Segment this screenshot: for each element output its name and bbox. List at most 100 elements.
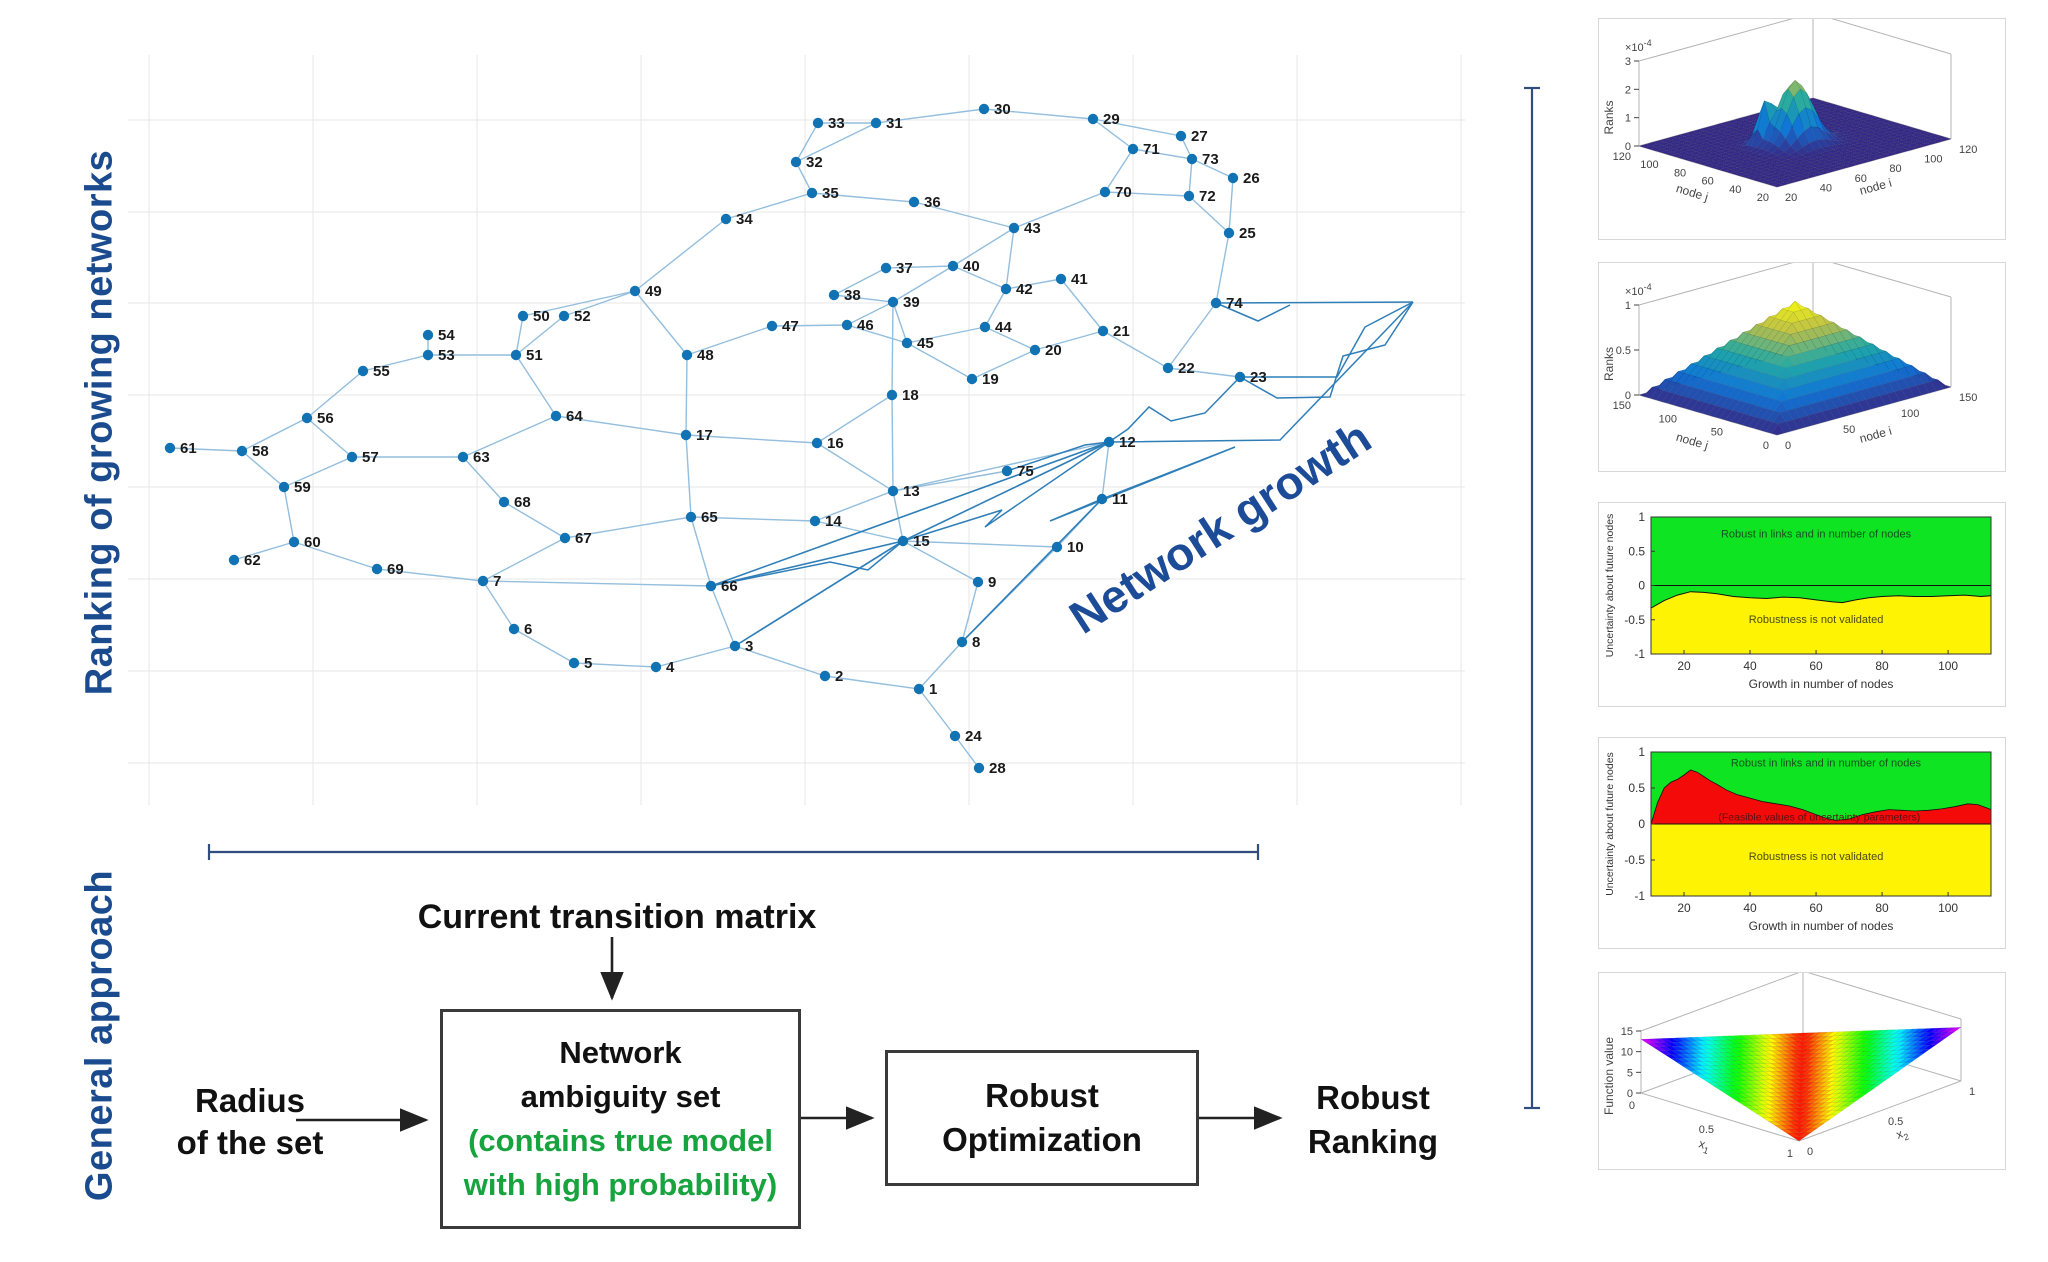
svg-text:Ranks: Ranks: [1602, 100, 1616, 134]
svg-text:100: 100: [1640, 159, 1658, 171]
network-node: [1096, 493, 1108, 505]
network-node: [790, 156, 802, 168]
svg-text:80: 80: [1875, 659, 1889, 673]
svg-text:0.5: 0.5: [1888, 1116, 1903, 1128]
network-edges: [169, 108, 1241, 769]
network-node-label: 21: [1113, 323, 1130, 340]
network-node: [422, 329, 434, 341]
svg-text:node i: node i: [1858, 424, 1893, 446]
network-node: [568, 657, 580, 669]
svg-text:150: 150: [1613, 400, 1631, 412]
network-node: [947, 260, 959, 272]
svg-text:0: 0: [1785, 440, 1791, 452]
network-node: [956, 636, 968, 648]
network-node: [1051, 541, 1063, 553]
network-node-label: 9: [988, 574, 996, 591]
svg-text:Robust in links and in number: Robust in links and in number of nodes: [1721, 529, 1912, 541]
network-node: [1001, 465, 1013, 477]
ranking-line2: Ranking: [1307, 1123, 1439, 1160]
network-node: [1029, 344, 1041, 356]
robust-ranking-label: Robust Ranking: [1288, 1076, 1458, 1164]
robust-optimization-box: Robust Optimization: [885, 1050, 1199, 1186]
network-node: [1175, 130, 1187, 142]
network-node: [966, 373, 978, 385]
network-node-label: 51: [526, 347, 543, 364]
network-node: [510, 349, 522, 361]
network-node-label: 69: [387, 561, 404, 578]
network-node: [972, 576, 984, 588]
network-node: [517, 310, 529, 322]
network-node: [1227, 172, 1239, 184]
svg-text:40: 40: [1729, 184, 1741, 196]
svg-text:0: 0: [1625, 390, 1631, 402]
radius-line1: Radius: [194, 1082, 306, 1119]
network-node: [288, 536, 300, 548]
ranking-line1: Robust: [1316, 1079, 1430, 1116]
network-node: [371, 563, 383, 575]
network-node: [685, 511, 697, 523]
svg-text:20: 20: [1677, 659, 1691, 673]
network-node-label: 25: [1239, 225, 1256, 242]
svg-text:Growth in number of nodes: Growth in number of nodes: [1749, 677, 1894, 691]
network-node-label: 72: [1199, 188, 1216, 205]
network-node: [819, 670, 831, 682]
svg-text:-1: -1: [1634, 889, 1645, 903]
network-node: [346, 451, 358, 463]
network-node-label: 15: [913, 533, 930, 550]
network-node-label: 68: [514, 494, 531, 511]
network-node: [1162, 362, 1174, 374]
network-node-label: 7: [493, 573, 501, 590]
svg-text:0: 0: [1638, 817, 1645, 831]
network-node-label: 38: [844, 287, 861, 304]
network-node-label: 45: [917, 335, 934, 352]
svg-text:0.5: 0.5: [1616, 345, 1631, 357]
svg-text:20: 20: [1757, 192, 1769, 204]
network-node: [1000, 283, 1012, 295]
network-node: [1097, 325, 1109, 337]
network-node-label: 4: [666, 659, 675, 676]
network-node: [680, 429, 692, 441]
svg-text:60: 60: [1855, 173, 1867, 185]
network-node: [806, 187, 818, 199]
svg-text:80: 80: [1889, 163, 1901, 175]
svg-text:1: 1: [1787, 1148, 1793, 1160]
network-node: [1234, 371, 1246, 383]
network-node-label: 26: [1243, 170, 1260, 187]
network-node: [978, 103, 990, 115]
network-node: [1087, 113, 1099, 125]
svg-text:node j: node j: [1675, 430, 1710, 453]
svg-text:40: 40: [1743, 659, 1757, 673]
network-node-label: 55: [373, 363, 390, 380]
network-node: [422, 349, 434, 361]
svg-text:40: 40: [1743, 901, 1757, 915]
svg-text:1: 1: [1625, 300, 1631, 312]
network-node: [1183, 190, 1195, 202]
network-node: [1186, 153, 1198, 165]
svg-text:Ranks: Ranks: [1602, 347, 1616, 381]
network-node-label: 29: [1103, 111, 1120, 128]
network-node: [897, 535, 909, 547]
svg-text:0.5: 0.5: [1628, 781, 1645, 795]
ranks-peak-surface-plot: 0123×10-4Ranks20406080100120204060801001…: [1602, 19, 1977, 204]
network-node-label: 61: [180, 440, 197, 457]
svg-text:100: 100: [1938, 901, 1958, 915]
svg-text:1: 1: [1969, 1086, 1975, 1098]
network-node: [766, 320, 778, 332]
network-node: [841, 319, 853, 331]
network-node-label: 70: [1115, 184, 1132, 201]
network-node-label: 11: [1112, 491, 1128, 508]
svg-text:80: 80: [1875, 901, 1889, 915]
network-node-label: 58: [252, 443, 269, 460]
network-node-label: 57: [362, 449, 379, 466]
network-node: [979, 321, 991, 333]
network-node-label: 71: [1143, 141, 1160, 158]
svg-text:Uncertainty about future nodes: Uncertainty about future nodes: [1604, 752, 1616, 896]
ambiguity-line4: with high probability): [463, 1167, 778, 1202]
network-node-label: 5: [584, 655, 592, 672]
svg-text:Function value: Function value: [1602, 1037, 1616, 1115]
network-node-label: 56: [317, 410, 334, 427]
network-node-label: 24: [965, 728, 982, 745]
network-node-label: 60: [304, 534, 321, 551]
